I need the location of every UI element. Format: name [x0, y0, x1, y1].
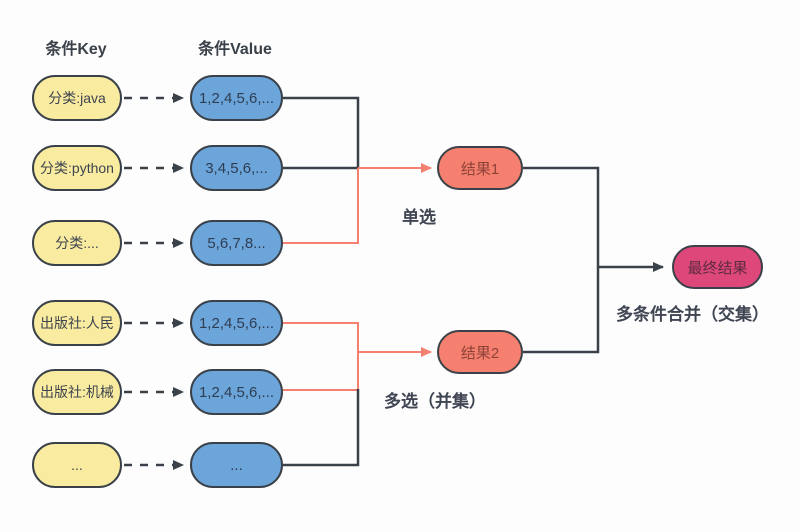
condition-key-box-5: 出版社:机械	[32, 369, 122, 415]
edge-row3-junction-red	[283, 168, 359, 244]
condition-value-box-1: 1,2,4,5,6,...	[190, 75, 283, 121]
condition-key-box-1: 分类:java	[32, 75, 122, 121]
column-header-key: 条件Key	[45, 41, 107, 58]
condition-key-box-2: 分类:python	[32, 145, 122, 191]
caption-merge-intersection: 多条件合并（交集）	[616, 305, 769, 324]
condition-key-box-3: 分类:...	[32, 220, 122, 266]
caption-multi-select-union: 多选（并集）	[384, 392, 486, 411]
edge-result2-merge	[523, 267, 600, 354]
condition-key-box-4: 出版社:人民	[32, 300, 122, 346]
column-header-value: 条件Value	[198, 41, 272, 58]
condition-value-box-2: 3,4,5,6,...	[190, 145, 283, 191]
result-1-box: 结果1	[437, 146, 523, 190]
edge-result1-merge	[523, 166, 600, 267]
condition-key-box-6: ...	[32, 442, 122, 488]
condition-value-box-4: 1,2,4,5,6,...	[190, 300, 283, 346]
edge-row1-junction	[283, 96, 360, 168]
caption-single-select: 单选	[402, 208, 436, 227]
condition-value-box-5: 1,2,4,5,6,...	[190, 369, 283, 415]
edge-row6-junction	[283, 389, 360, 467]
condition-value-box-3: 5,6,7,8...	[190, 220, 283, 266]
condition-value-box-6: ...	[190, 442, 283, 488]
result-2-box: 结果2	[437, 330, 523, 374]
final-result-box: 最终结果	[672, 245, 763, 289]
edge-row4-junction-red	[283, 322, 359, 390]
